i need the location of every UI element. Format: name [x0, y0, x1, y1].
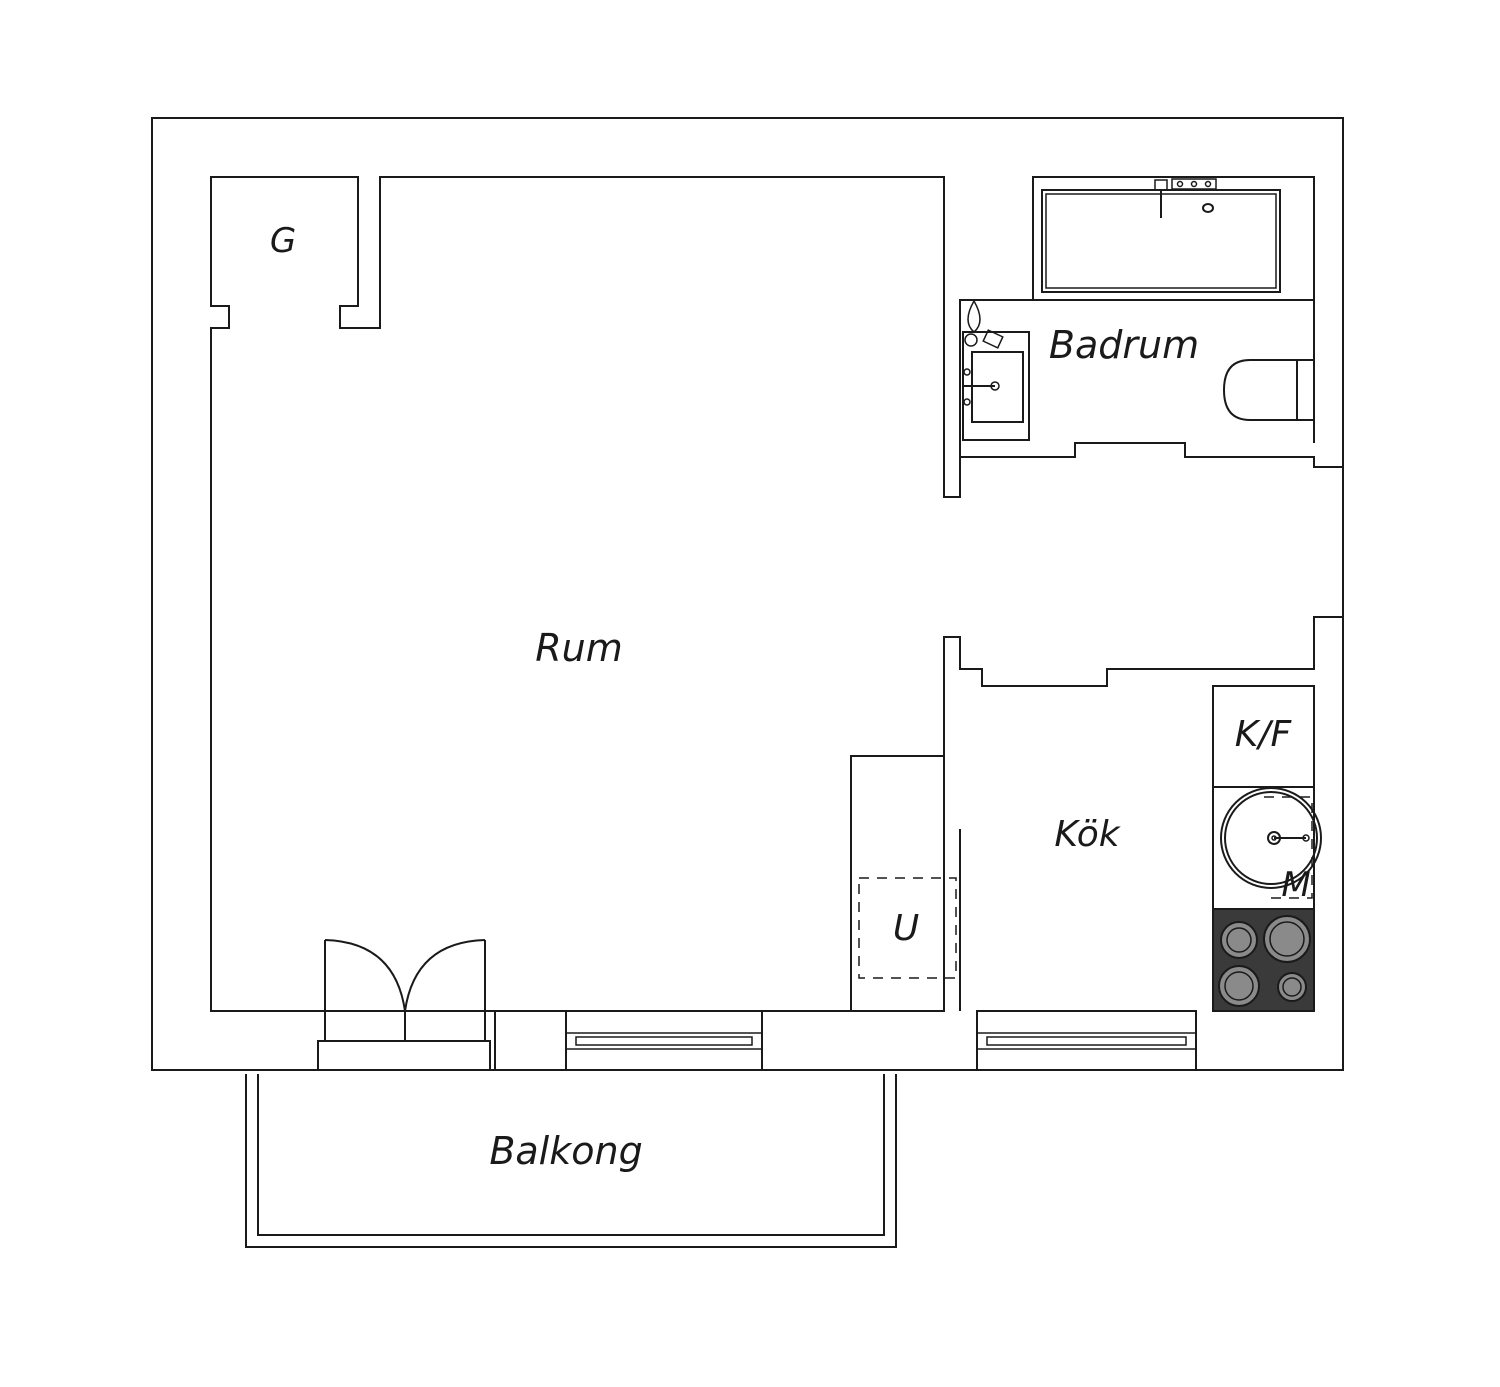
kitchen-sink [1220, 787, 1322, 899]
balcony-door [317, 939, 491, 1071]
stove [1212, 908, 1315, 1012]
label-wardrobe: U [893, 908, 919, 949]
label-kitchen: Kök [1054, 814, 1121, 855]
bathroom-sink [962, 300, 1030, 441]
label-fridge-freezer: K/F [1235, 714, 1293, 755]
bathtub [1041, 178, 1281, 293]
bathroom-wall [959, 299, 1315, 497]
balcony-railing [245, 1074, 897, 1248]
outer-walls [151, 117, 1344, 1071]
label-bathroom: Badrum [1049, 323, 1199, 367]
wardrobe-dashed [858, 877, 957, 979]
wardrobe-outline [850, 755, 944, 1011]
window-left [565, 1010, 763, 1071]
label-closet: G [270, 221, 296, 261]
toilet [1222, 359, 1314, 421]
label-dishwasher: M [1281, 865, 1310, 905]
window-right [976, 1010, 1197, 1071]
label-living-room: Rum [535, 626, 623, 670]
label-balcony: Balkong [489, 1129, 642, 1173]
